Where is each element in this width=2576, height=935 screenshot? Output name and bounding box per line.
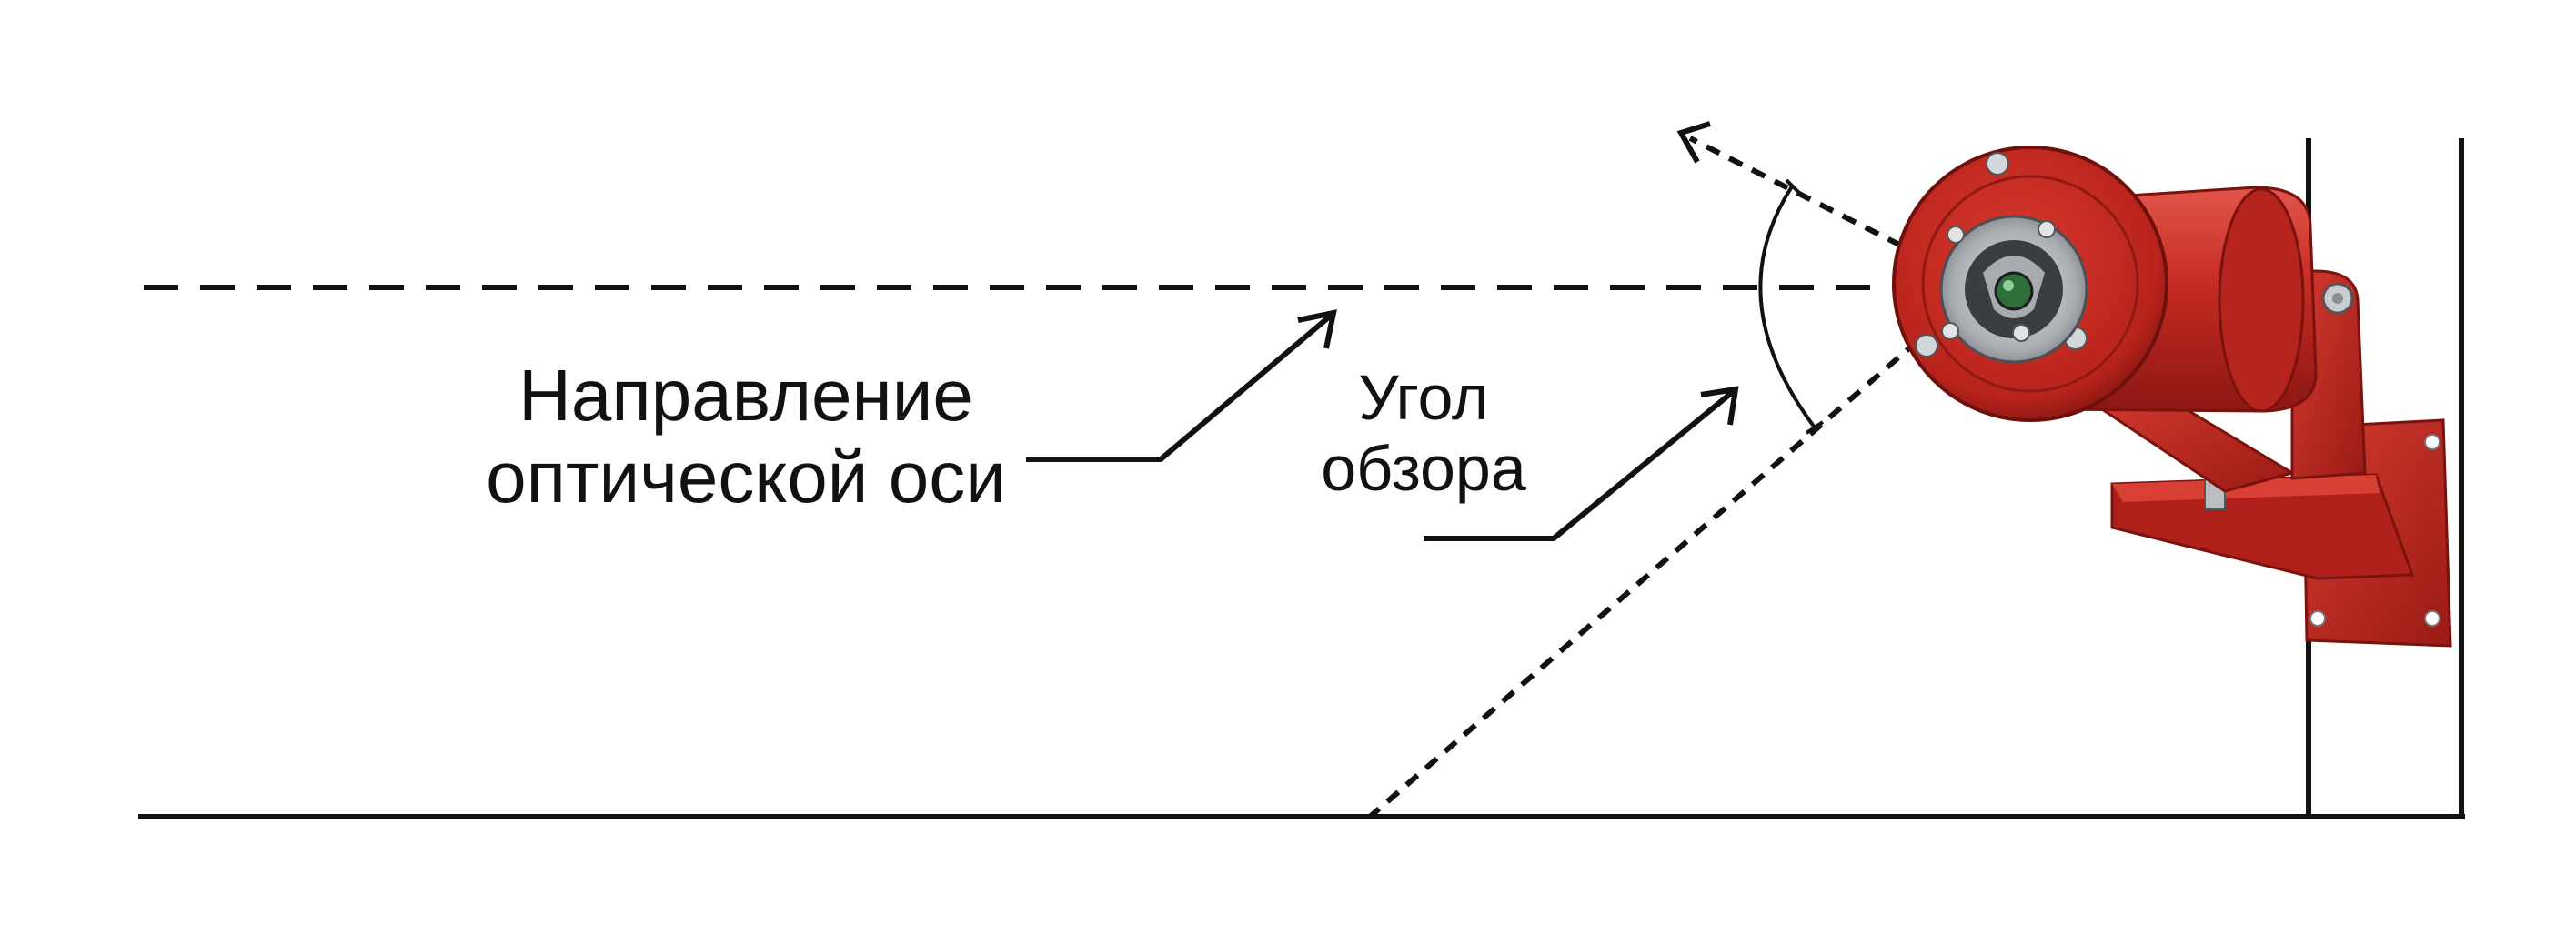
- fov-lower-boundary: [1368, 338, 1919, 819]
- view-angle-label-line1: Угол: [1358, 362, 1489, 433]
- optical-axis-label-line1: Направление: [518, 355, 973, 436]
- fov-upper-boundary: [1688, 136, 1903, 248]
- sensor-window: [1994, 271, 2034, 311]
- optical-axis-leader-line: [1026, 312, 1333, 462]
- view-angle-leader-line: [1424, 388, 1736, 541]
- flame-detector-icon: [1892, 146, 2452, 648]
- view-angle-label-line2: обзора: [1321, 433, 1526, 505]
- optical-axis-leader-arrowhead: [1297, 309, 1337, 349]
- view-angle-arc: [1758, 185, 1816, 429]
- arc-tick-bottom: [1805, 420, 1825, 435]
- optical-axis-label: Направление оптической оси: [455, 355, 1037, 518]
- fov-upper-arrowhead: [1676, 121, 1711, 164]
- arc-tick-top: [1785, 178, 1801, 195]
- view-angle-leader-arrowhead: [1700, 386, 1739, 426]
- optical-axis-label-line2: оптической оси: [486, 436, 1006, 518]
- view-angle-label: Угол обзора: [1292, 362, 1555, 505]
